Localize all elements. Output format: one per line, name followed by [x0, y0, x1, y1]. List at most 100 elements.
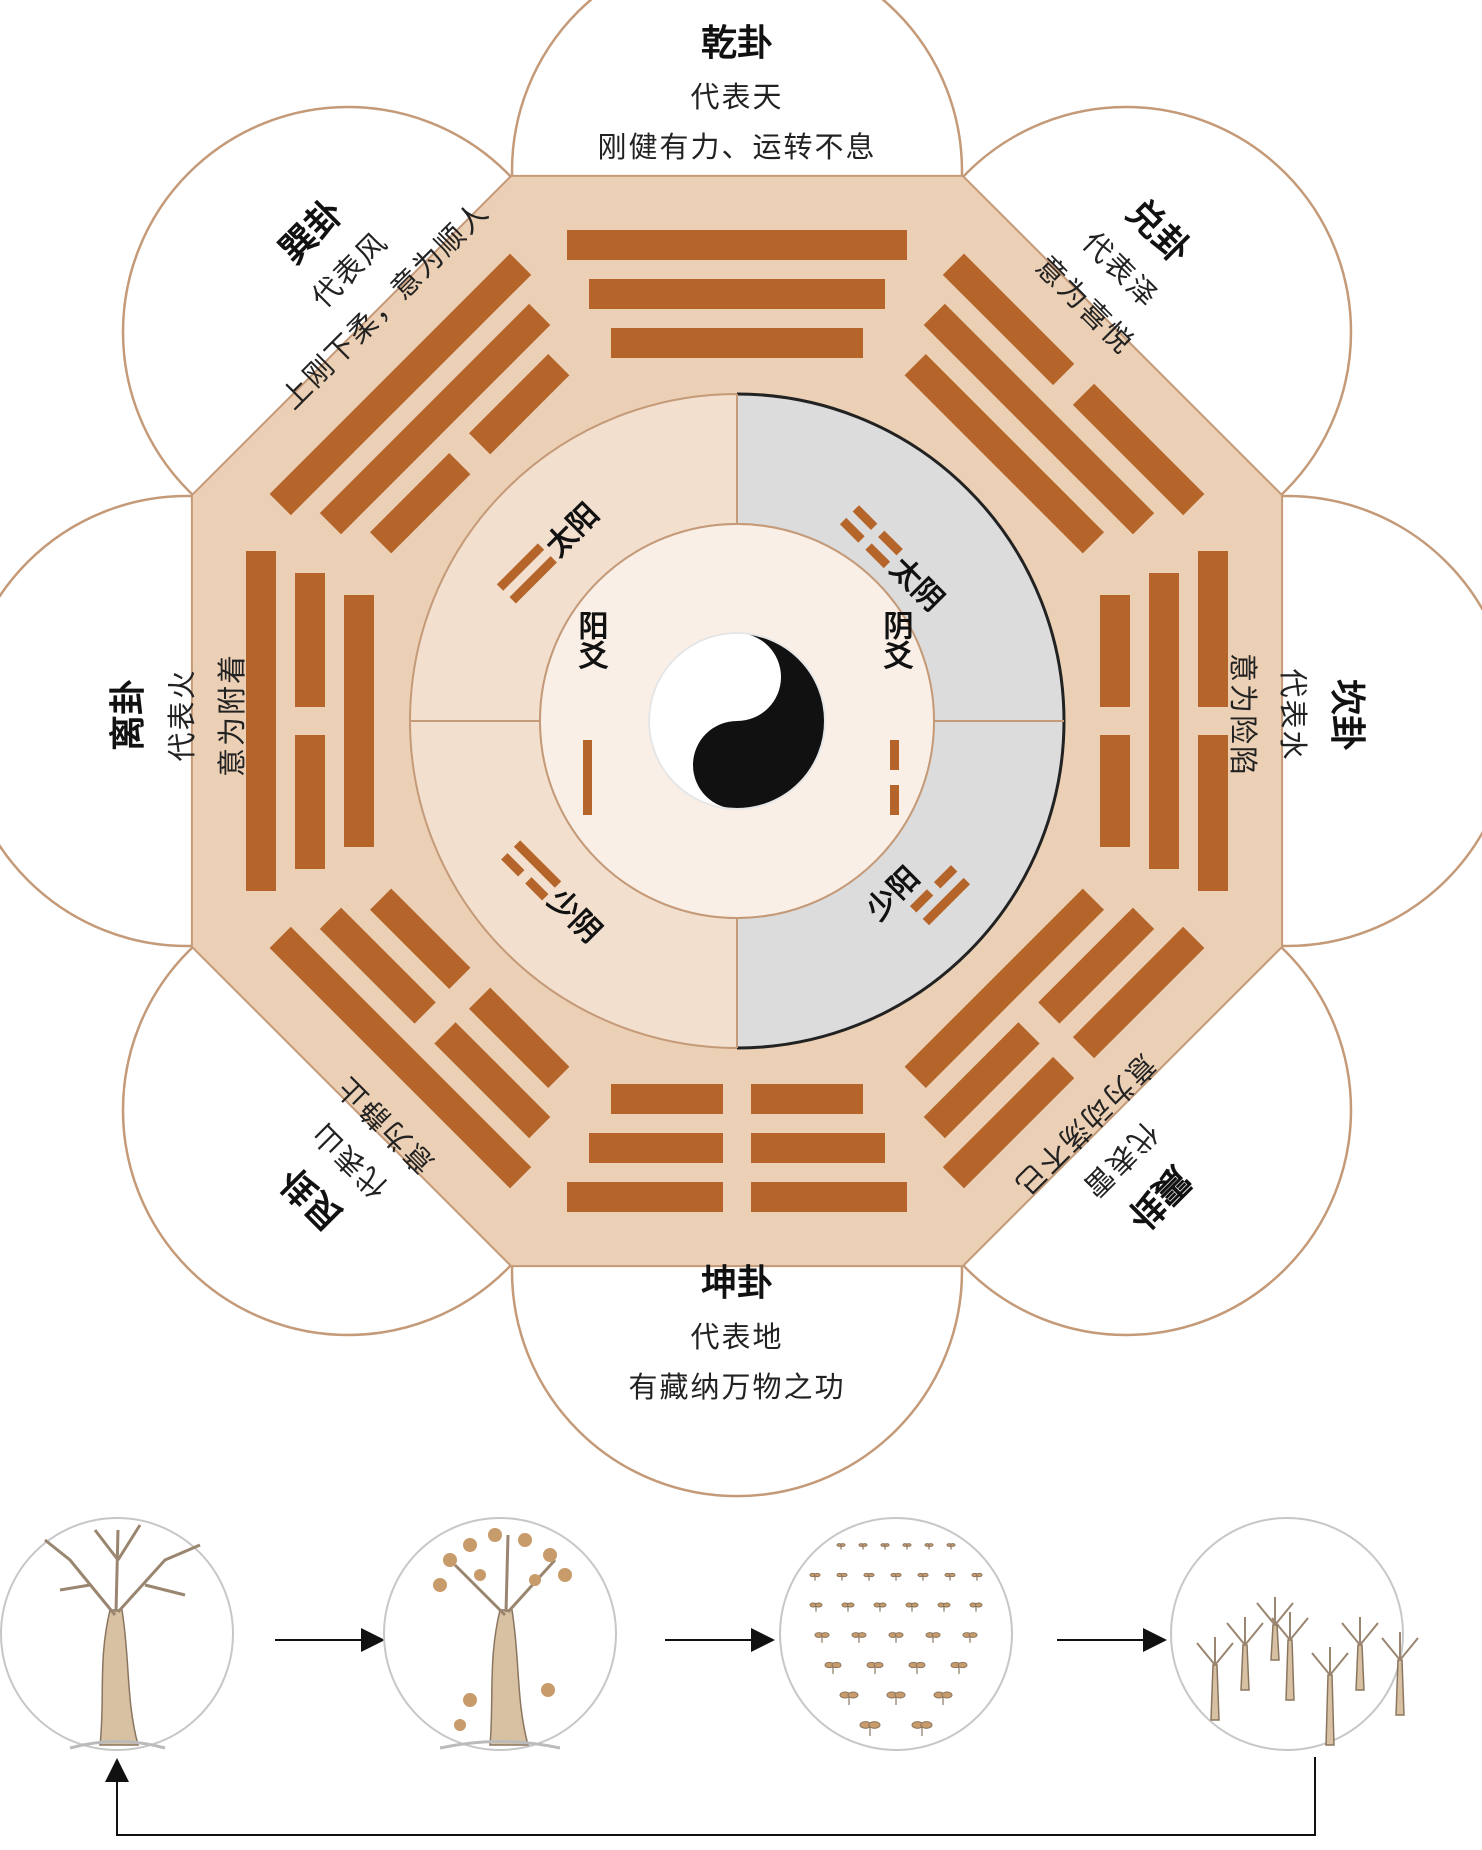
trigram-kan-symbol	[1100, 551, 1228, 891]
young-tree-trunk	[1285, 1639, 1295, 1701]
tai-yang-line-1	[496, 543, 545, 591]
trigram-kun-symbol	[567, 1084, 907, 1212]
seedling-leaf	[921, 1572, 929, 1578]
young-tree-trunk	[1325, 1674, 1335, 1746]
seedling-leaf	[950, 1543, 956, 1547]
seedling-leaf	[906, 1543, 912, 1547]
seedling-leaf	[894, 1691, 906, 1699]
yang-line	[319, 303, 551, 535]
young-tree-branches	[1341, 1617, 1379, 1646]
tai-yang-line-2	[509, 556, 557, 604]
trigram-symbols	[246, 230, 1228, 1212]
yin-line-right	[589, 1133, 723, 1163]
cycle-panel-young-trees-grove	[1170, 1517, 1419, 1751]
shao-yang-line-1b	[933, 865, 958, 889]
trigram-dui-symbol	[904, 253, 1205, 554]
seedling-leaf	[975, 1572, 983, 1578]
yin-line-right	[923, 1022, 1040, 1139]
seedling-leaf	[868, 1721, 881, 1729]
seedling-leaf	[968, 1632, 978, 1638]
trigram-description: 代表地	[690, 1320, 783, 1354]
yin-yao: 阴爻	[878, 610, 914, 815]
trigram-gen-symbol	[269, 888, 570, 1189]
shao-yin-line-2b	[525, 877, 549, 901]
young-tree-branches	[1196, 1637, 1234, 1666]
seedling-leaf	[867, 1572, 875, 1578]
trigram-description: 意为险陷	[1226, 653, 1260, 777]
seedling-leaf	[820, 1632, 830, 1638]
shao-yin-line-2a	[501, 853, 525, 877]
yin-line-right	[1198, 735, 1228, 891]
yin-yao-label: 阴爻	[878, 610, 914, 670]
yang-yao: 阳爻	[573, 610, 609, 815]
seedling-leaf	[942, 1602, 951, 1608]
tai-yin-line-2a	[839, 517, 865, 543]
trigram-li-symbol	[246, 551, 374, 891]
yang-line	[1149, 573, 1179, 869]
yin-yang-icon	[648, 632, 826, 810]
yin-line-left	[1072, 926, 1205, 1059]
seedling-leaf	[878, 1602, 887, 1608]
growth-cycle	[0, 1517, 1419, 1836]
tai-yin-line-2b	[865, 543, 891, 569]
seedling-leaf	[846, 1602, 855, 1608]
yang-line	[344, 595, 374, 847]
yin-yao-line-bottom	[890, 785, 899, 815]
yin-line-right	[567, 1182, 723, 1212]
cycle-return-arrow	[105, 1757, 1316, 1836]
yin-line-left	[1038, 907, 1155, 1024]
yang-line	[589, 279, 885, 309]
yin-line-right	[1100, 735, 1130, 847]
trigram-description: 代表水	[1276, 668, 1310, 761]
yang-line	[611, 328, 863, 358]
seedling-leaf	[831, 1661, 842, 1669]
yang-line	[269, 926, 532, 1189]
yin-line-right	[942, 1056, 1075, 1189]
young-tree-trunk	[1355, 1644, 1365, 1691]
trigram-description: 意为附着	[215, 653, 249, 777]
seedling-leaf	[948, 1572, 956, 1578]
yang-line	[923, 303, 1155, 535]
seedling-leaf	[974, 1602, 983, 1608]
tai-yin-line-1b	[878, 530, 903, 556]
yang-line	[567, 230, 907, 260]
seedling-leaf	[840, 1572, 848, 1578]
young-tree-trunk	[1395, 1659, 1405, 1716]
yin-line-right	[319, 907, 436, 1024]
yin-line-left	[1100, 595, 1130, 707]
seedling-leaf	[873, 1661, 884, 1669]
seedling-leaf	[862, 1543, 868, 1547]
yang-yao-label: 阳爻	[573, 610, 609, 670]
yin-line-left	[295, 735, 325, 869]
seedling-leaf	[915, 1661, 926, 1669]
shao-yin-line-1	[513, 840, 562, 888]
seedling-leaf	[840, 1543, 846, 1547]
yin-line-left	[751, 1084, 863, 1114]
trigram-description: 有藏纳万物之功	[628, 1370, 845, 1404]
yin-line-right	[295, 573, 325, 707]
trigram-li-text: 离卦代表火意为附着	[108, 653, 249, 777]
trigram-description: 代表火	[165, 668, 199, 761]
seedling-leaf	[884, 1543, 890, 1547]
trigram-title: 离卦	[108, 679, 149, 751]
trigram-description: 刚健有力、运转不息	[597, 130, 876, 164]
cycle-panel-bare-tree	[0, 1517, 234, 1751]
young-tree-trunk	[1270, 1624, 1280, 1661]
seedling-leaf	[931, 1632, 941, 1638]
young-tree-trunk	[1240, 1644, 1250, 1691]
yin-line-left	[942, 253, 1075, 386]
yin-line-left	[1198, 551, 1228, 707]
yin-line-right	[1072, 383, 1205, 516]
young-tree-branches	[1256, 1597, 1294, 1626]
trigram-title: 乾卦	[701, 23, 773, 64]
seedling-leaf	[894, 1572, 902, 1578]
trigram-title: 坎卦	[1326, 679, 1367, 751]
seedling-leaf	[928, 1543, 934, 1547]
yang-line	[904, 888, 1104, 1088]
yang-line	[246, 551, 276, 891]
yin-line-left	[751, 1133, 885, 1163]
seedling-leaf	[894, 1632, 904, 1638]
